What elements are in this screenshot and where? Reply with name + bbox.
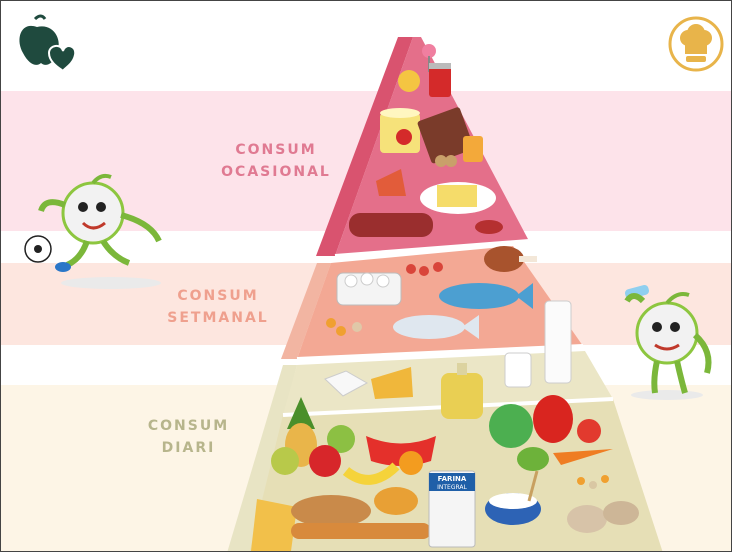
weekly-consumption-label: CONSUM SETMANAL — [153, 285, 283, 329]
red-apple-icon — [309, 445, 341, 477]
ham-leg-icon — [484, 246, 524, 272]
mascot-soccer-icon — [25, 176, 161, 289]
lollipop-icon — [422, 44, 436, 58]
potato-icon — [567, 505, 607, 533]
white-fish-icon — [393, 315, 465, 339]
weekly-label-line1: CONSUM — [153, 285, 283, 307]
bread-loaf-icon — [291, 495, 371, 527]
chef-hat-icon — [668, 16, 724, 72]
orange-icon — [399, 451, 423, 475]
home-button[interactable] — [15, 13, 77, 73]
tomato-icon — [577, 419, 601, 443]
pear-icon — [271, 447, 299, 475]
spaghetti-icon — [251, 499, 297, 551]
sausage-icon — [349, 213, 433, 237]
juice-bottle-icon — [463, 136, 483, 162]
potato-icon-2 — [603, 501, 639, 525]
oil-bottle-icon — [441, 373, 483, 419]
cucumber-icon — [517, 447, 549, 471]
flour-label-line2: INTEGRAL — [437, 484, 467, 491]
red-pepper-icon — [533, 395, 573, 443]
occasional-label-line2: OCASIONAL — [216, 161, 336, 183]
baguette-icon — [291, 523, 431, 539]
blue-fish-icon — [439, 283, 519, 309]
yogurt-icon — [505, 353, 531, 387]
occasional-consumption-label: CONSUM OCASIONAL — [216, 139, 336, 183]
occasional-label-line1: CONSUM — [216, 139, 336, 161]
flour-label-line1: FARINA — [438, 475, 467, 483]
weekly-label-line2: SETMANAL — [153, 307, 283, 329]
daily-consumption-label: CONSUM DIARI — [131, 415, 246, 459]
daily-label-line1: CONSUM — [131, 415, 246, 437]
recipes-button[interactable] — [668, 16, 724, 72]
bread-roll-icon — [374, 487, 418, 515]
mascot-water-icon — [624, 284, 708, 400]
milk-bottle-icon — [545, 301, 571, 383]
apple-hearts-icon — [15, 13, 77, 73]
lettuce-icon — [489, 404, 533, 448]
daily-label-line2: DIARI — [131, 437, 246, 459]
cheese-block-icon — [437, 185, 477, 207]
candy-icon — [398, 70, 420, 92]
